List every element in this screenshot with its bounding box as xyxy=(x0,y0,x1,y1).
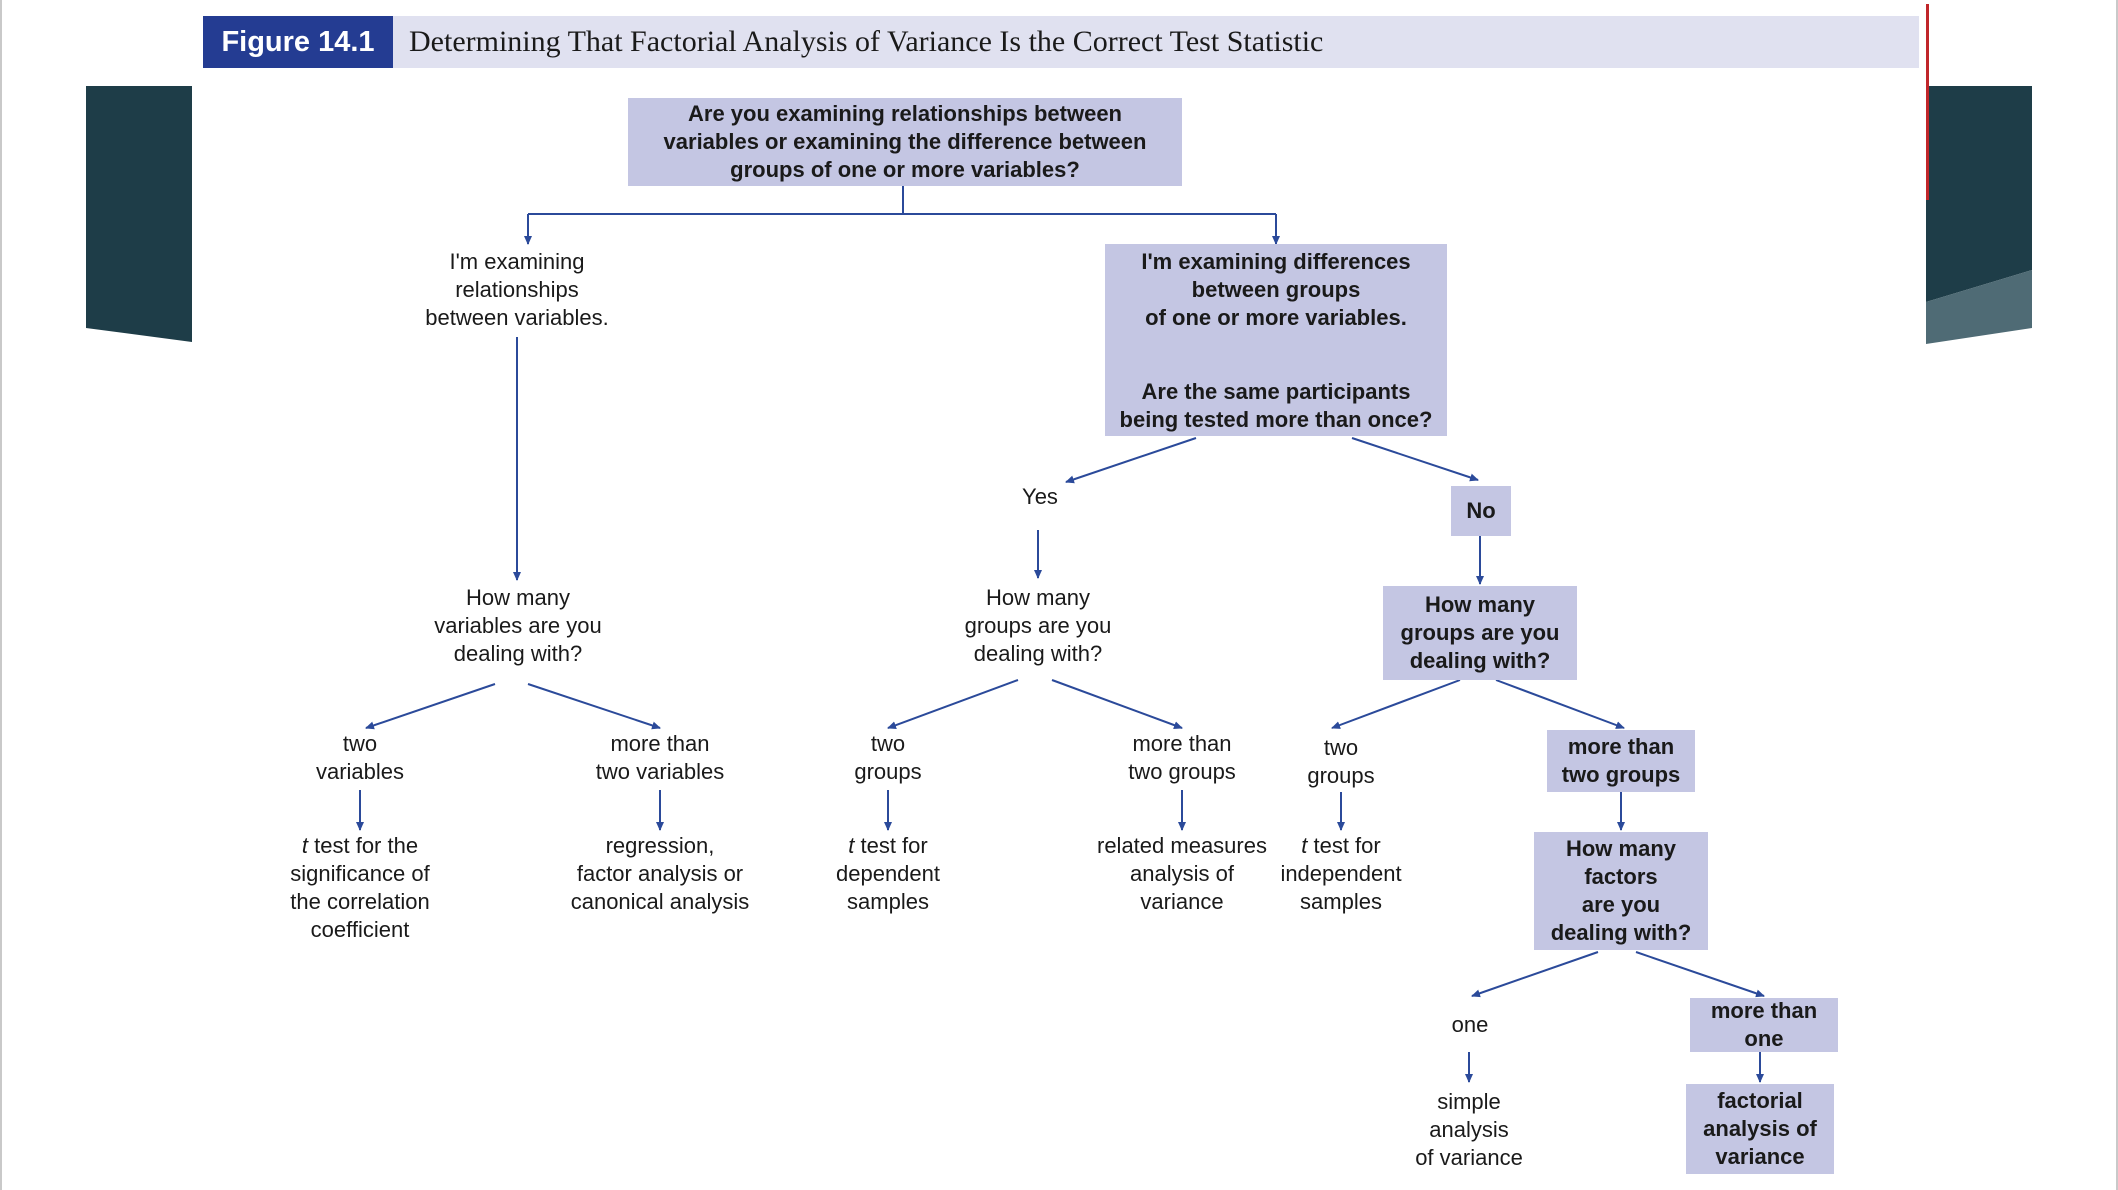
right-frame-border xyxy=(2116,0,2118,1190)
how-many-variables-node: How many variables are you dealing with? xyxy=(434,585,602,666)
red-rule xyxy=(1926,4,1929,200)
two-variables-node: two variables xyxy=(315,731,405,784)
differences-box xyxy=(1105,244,1447,436)
arrow-to-more-than-two-groups-yes xyxy=(1051,679,1183,729)
t-italic: t xyxy=(301,833,309,858)
figure-label: Figure 14.1 xyxy=(203,16,393,68)
figure-header: Figure 14.1 Determining That Factorial A… xyxy=(203,16,1919,68)
more-than-two-variables-node: more than two variables xyxy=(595,731,725,784)
simple-anova-node: simple analysis of variance xyxy=(1415,1089,1523,1170)
how-many-groups-yes-node: How many groups are you dealing with? xyxy=(964,585,1112,666)
figure-title: Determining That Factorial Analysis of V… xyxy=(409,25,1324,58)
t-test-dependent-node: t test for dependent samples xyxy=(836,833,940,914)
relationships-node: I'm examining relationships between vari… xyxy=(425,249,609,330)
t-test-correlation-node: t test for the significance of the corre… xyxy=(290,833,430,942)
yes-node: Yes xyxy=(1022,484,1058,509)
more-than-one-node: more than one xyxy=(1690,998,1838,1052)
arrow-to-two-groups-yes xyxy=(887,679,1019,729)
arrow-to-no xyxy=(1351,437,1479,482)
t-italic: t xyxy=(1301,833,1308,858)
root-question-box: Are you examining relationships between … xyxy=(628,98,1182,186)
arrow-to-more-than-one xyxy=(1635,951,1765,998)
t-test-independent-node: t test for independent samples xyxy=(1280,833,1402,914)
no-node: No xyxy=(1451,486,1511,536)
two-groups-yes-node: two groups xyxy=(854,731,922,784)
how-many-groups-no-node: How many groups are you dealing with? xyxy=(1383,586,1577,680)
left-frame-border xyxy=(0,0,2,1190)
one-node: one xyxy=(1451,1012,1489,1037)
differences-node: I'm examining differences between groups… xyxy=(1141,249,1411,330)
t-italic: t xyxy=(848,833,855,858)
more-than-two-groups-no-node: more than two groups xyxy=(1547,730,1695,792)
more-than-two-groups-yes-node: more than two groups xyxy=(1128,731,1236,784)
arrow-to-two-groups-no xyxy=(1331,679,1461,729)
factorial-anova-node: factorial analysis of variance xyxy=(1686,1084,1834,1174)
arrow-to-yes xyxy=(1065,437,1197,484)
same-participants-question: Are the same participants being tested m… xyxy=(1119,379,1433,432)
arrow-to-two-variables xyxy=(365,683,496,730)
how-many-factors-node: How many factors are you dealing with? xyxy=(1534,832,1708,950)
arrow-to-more-than-two-variables xyxy=(527,683,661,730)
related-measures-node: related measures analysis of variance xyxy=(1097,833,1267,914)
regression-node: regression, factor analysis or canonical… xyxy=(570,833,750,914)
arrow-to-more-than-two-groups-no xyxy=(1495,679,1625,729)
arrow-to-one xyxy=(1471,951,1599,998)
two-groups-no-node: two groups xyxy=(1307,735,1375,788)
